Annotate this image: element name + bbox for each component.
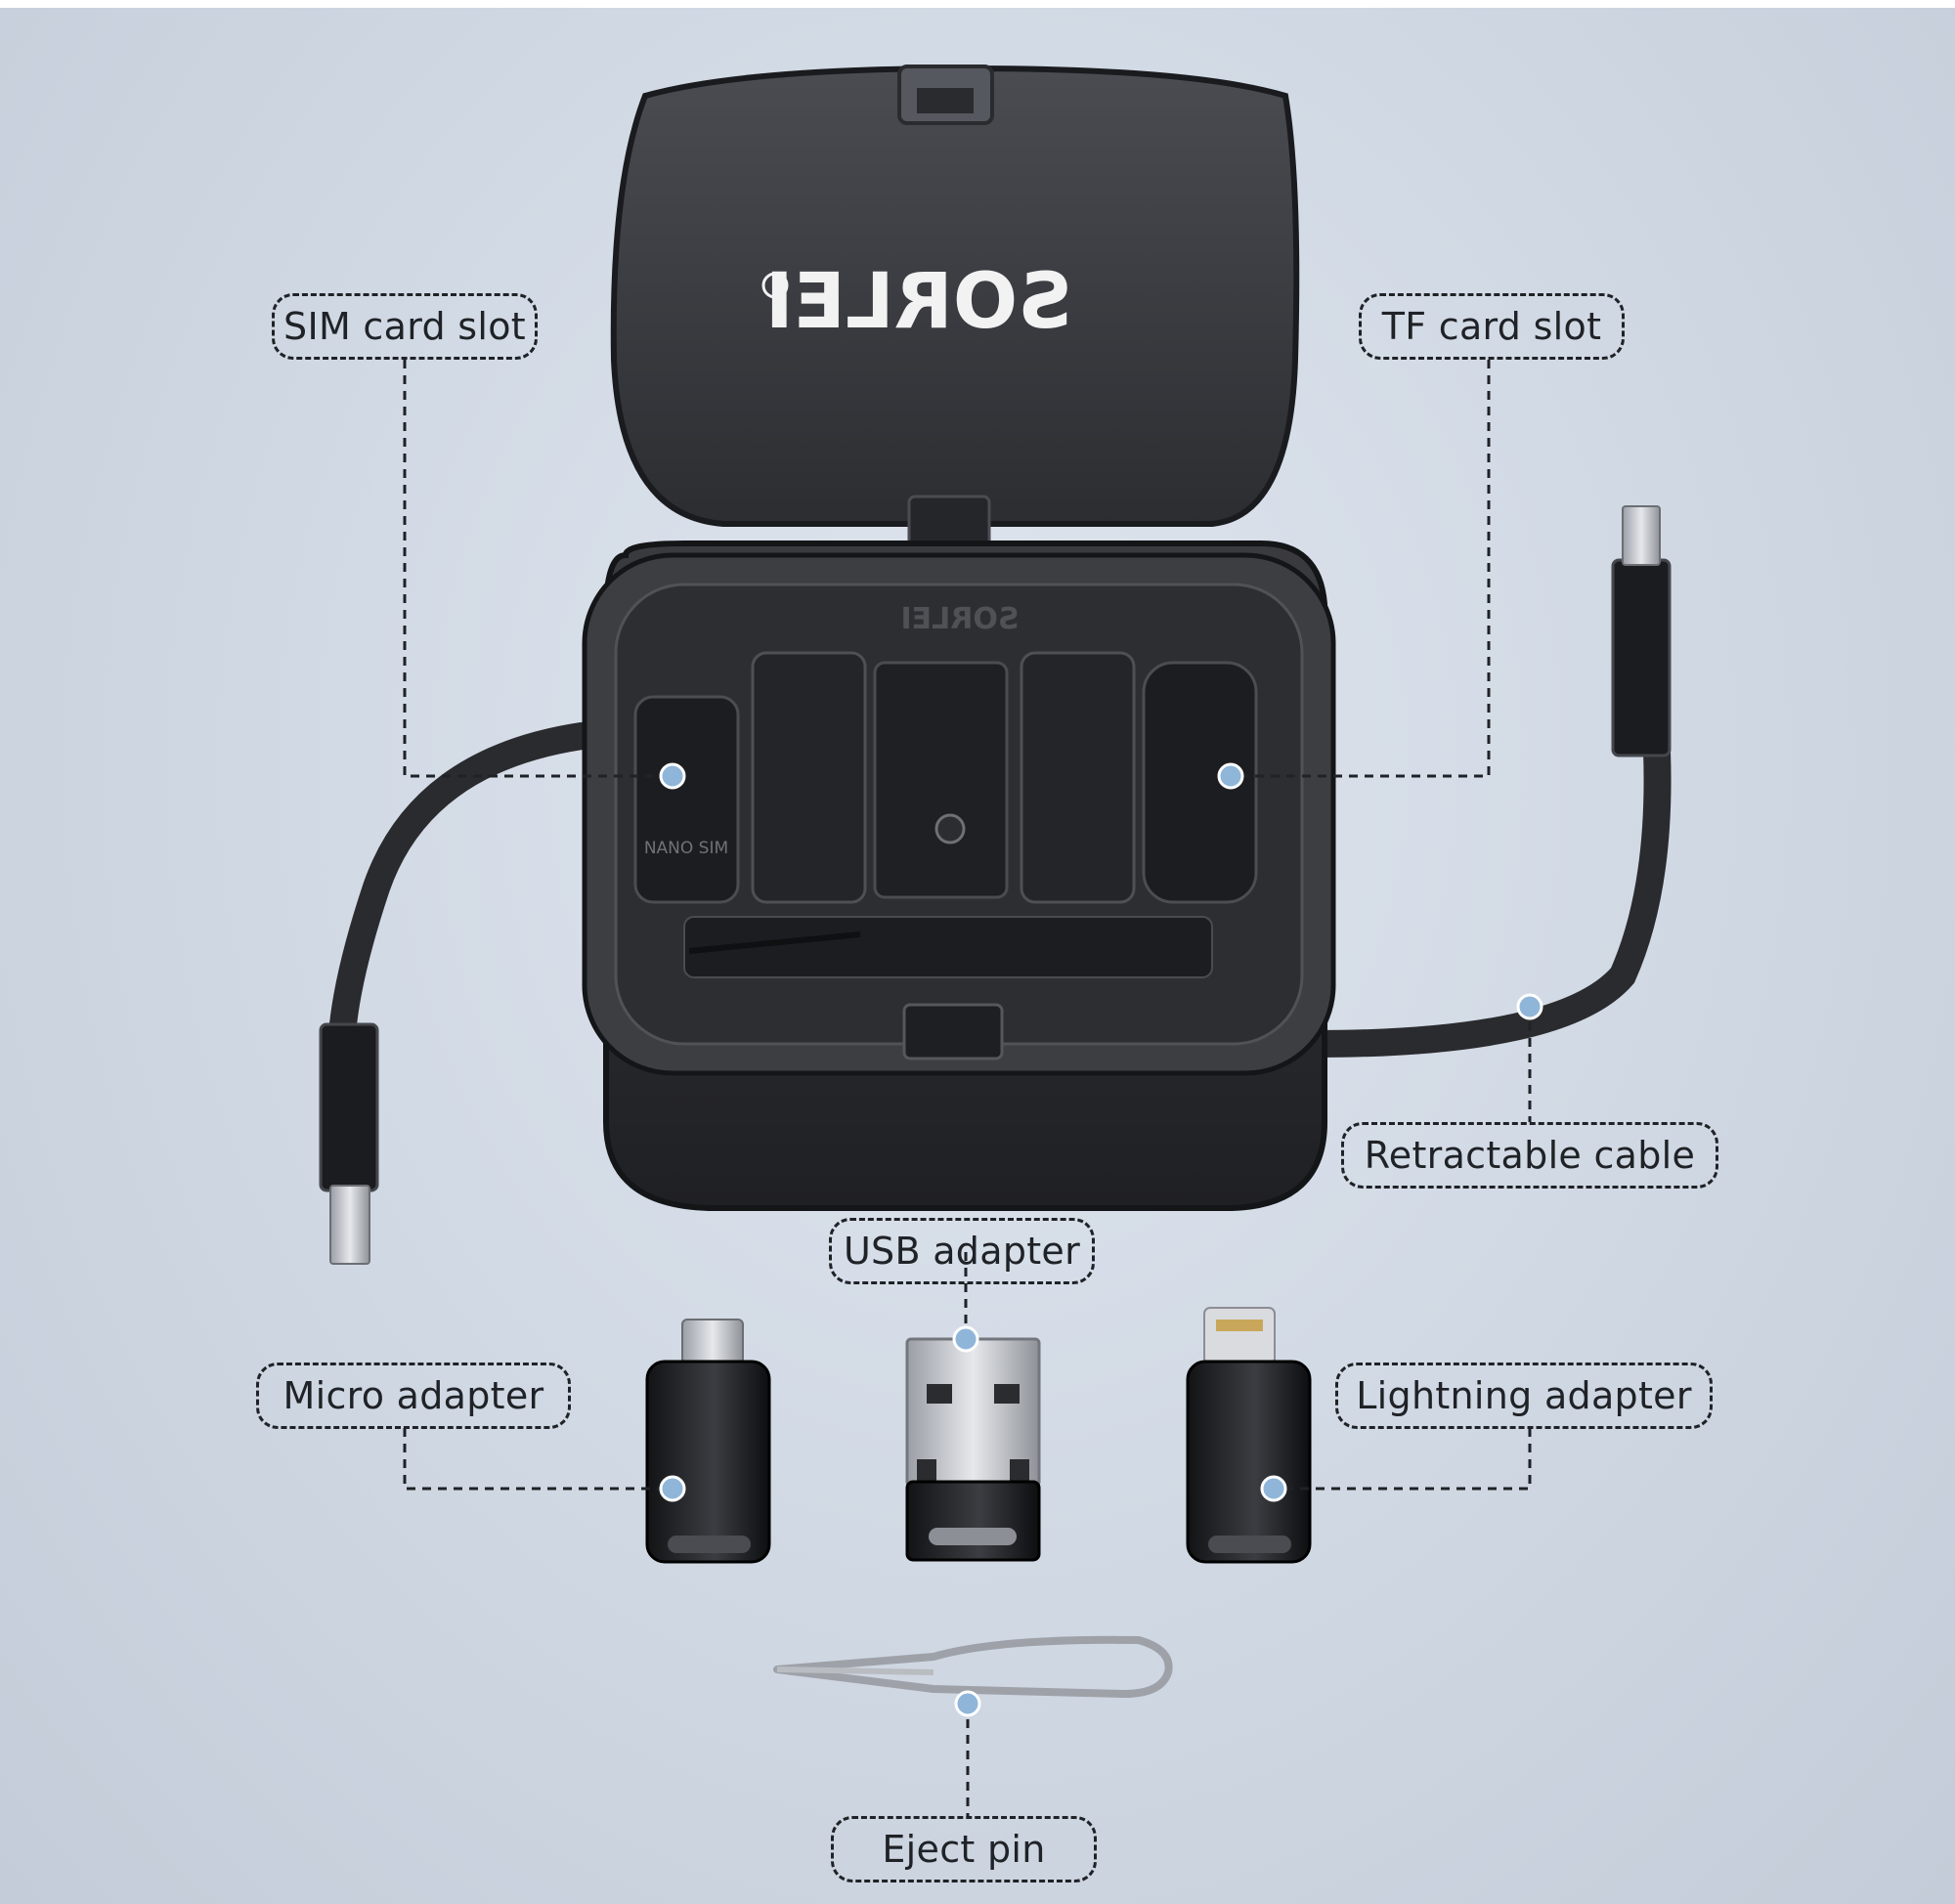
product-illustration: SORLEI SORLEI NANO SIM (319, 65, 1672, 1816)
tf-card-slot-label: TF card slot (1359, 293, 1625, 360)
micro-adapter-marker (659, 1475, 686, 1502)
svg-text:SORLEI: SORLEI (901, 602, 1020, 636)
case-base: SORLEI NANO SIM (582, 541, 1336, 1211)
usb-adapter-label: USB adapter (829, 1218, 1095, 1284)
usb-adapter-illustration (905, 1337, 1041, 1562)
micro-adapter-illustration (645, 1319, 771, 1564)
product-photo: SORLEI SORLEI NANO SIM (0, 8, 1955, 1904)
brand-logo: SORLEI (765, 258, 1073, 346)
sim-card-slot-label: SIM card slot (272, 293, 538, 360)
eject-pin-illustration (773, 1635, 1173, 1698)
tf-slot-marker (1217, 762, 1244, 790)
lightning-adapter-marker (1260, 1475, 1287, 1502)
nano-sim-text: NANO SIM (644, 839, 728, 858)
right-cable (1301, 505, 1672, 1058)
retractable-cable-label: Retractable cable (1341, 1122, 1718, 1189)
marker-dots (659, 762, 1543, 1717)
cable-marker (1516, 993, 1543, 1020)
micro-adapter-label: Micro adapter (256, 1363, 571, 1429)
lightning-adapter-illustration (1186, 1307, 1312, 1564)
eject-pin-label: Eject pin (831, 1816, 1097, 1882)
usb-adapter-marker (952, 1325, 979, 1353)
case-lid: SORLEI (610, 65, 1300, 527)
eject-pin-marker (954, 1690, 981, 1717)
left-cable (319, 722, 595, 1265)
sim-slot-marker (659, 762, 686, 790)
leader-lines (403, 360, 1532, 1816)
lightning-adapter-label: Lightning adapter (1335, 1363, 1713, 1429)
